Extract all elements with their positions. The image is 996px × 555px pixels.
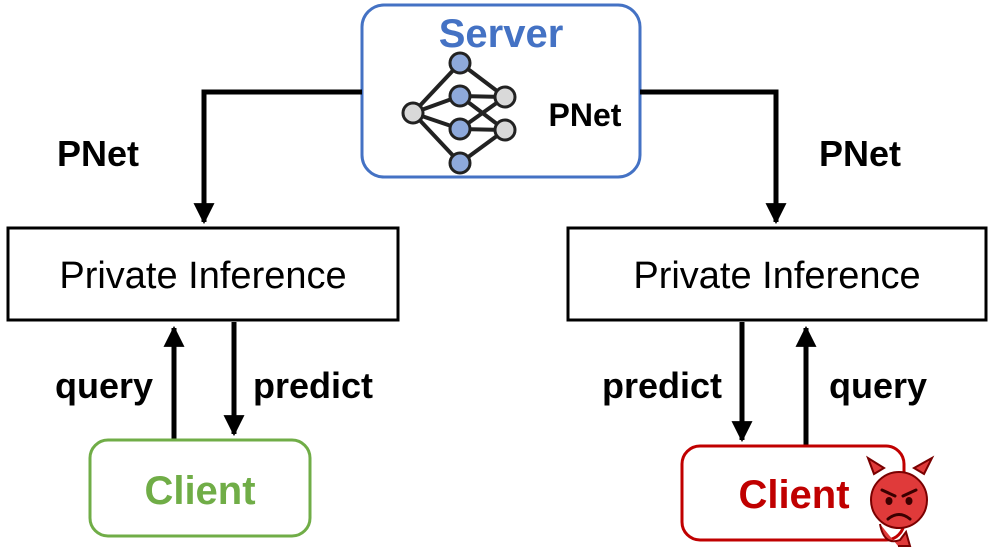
left-query-label: query xyxy=(55,365,153,406)
right-client-node: Client xyxy=(680,444,906,542)
left-client-label: Client xyxy=(144,469,255,513)
right-client-label: Client xyxy=(738,473,849,517)
right-query-label: query xyxy=(829,365,927,406)
server-node: Server PNet xyxy=(360,3,642,179)
right-pnet-label: PNet xyxy=(819,133,901,174)
output-node xyxy=(493,118,517,142)
devil-face-icon xyxy=(866,455,935,547)
hidden-node xyxy=(448,51,472,75)
neural-network-nodes xyxy=(401,51,517,175)
output-node xyxy=(493,85,517,109)
left-private-inference: Private Inference xyxy=(6,226,400,322)
left-client-node: Client xyxy=(88,438,312,538)
left-pnet-connector xyxy=(193,89,362,225)
right-predict-label: predict xyxy=(602,365,722,406)
right-pnet-connector xyxy=(640,89,787,225)
left-predict-label: predict xyxy=(253,365,373,406)
input-node xyxy=(401,101,425,125)
server-model-label: PNet xyxy=(549,97,622,133)
right-private-inference: Private Inference xyxy=(566,226,988,322)
hidden-node xyxy=(448,151,472,175)
hidden-node xyxy=(448,117,472,141)
hidden-node xyxy=(448,84,472,108)
server-title: Server xyxy=(439,12,564,56)
right-inference-label: Private Inference xyxy=(633,255,920,297)
left-pnet-label: PNet xyxy=(57,133,139,174)
left-inference-label: Private Inference xyxy=(59,255,346,297)
